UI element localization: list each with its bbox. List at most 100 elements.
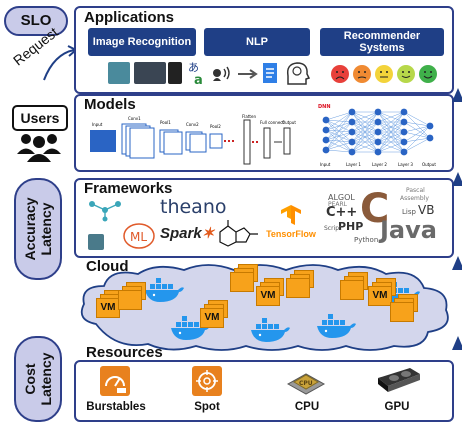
nn-edge — [403, 131, 431, 139]
nn-edge — [351, 121, 379, 153]
resources-title: Resources — [86, 344, 163, 361]
nn-node — [348, 128, 356, 136]
arrow-marker-frameworks — [452, 172, 462, 186]
docker-whale-icon — [316, 314, 356, 345]
brain-head-icon — [286, 62, 311, 85]
chip-image-recognition: Image Recognition — [88, 28, 196, 56]
cpu-icon: CPU — [286, 373, 326, 395]
language-word-cloud: C Java C++ PHP Script Python VB Lisp ALG… — [324, 186, 437, 244]
image-thumb-3 — [168, 62, 182, 84]
nn-node — [348, 148, 356, 156]
frameworks-panel: Frameworks ML theano Spark✶ TensorFlow C… — [74, 178, 454, 258]
nn-edge — [403, 137, 431, 153]
resource-label-burstables: Burstables — [86, 401, 146, 413]
cnn-label-flatten: Flatten — [242, 114, 256, 119]
nn-edge — [351, 111, 379, 143]
vm-label: VM — [256, 286, 280, 306]
nn-edge — [403, 121, 431, 127]
word-cpp: C++ — [326, 205, 357, 220]
resource-label-gpu: GPU — [384, 401, 410, 413]
theano-logo: theano — [160, 196, 227, 218]
resources-panel: Burstables Spot CPU CPU GPU — [74, 360, 454, 422]
word-lisp: Lisp — [402, 208, 416, 216]
cost-label: Cost — [22, 363, 38, 395]
cost-latency-badge: Cost Latency — [14, 336, 62, 422]
ml-logo: ML — [123, 223, 155, 249]
cnn-diagram: Input Conv1 Pool1 Conv2 Pool2 Flatten Fu… — [90, 114, 296, 165]
vm-label: VM — [200, 308, 224, 328]
word-assembly: Assembly — [400, 195, 429, 202]
word-python: Python — [354, 236, 378, 244]
spot-icon — [192, 366, 222, 396]
nn-edge — [325, 149, 353, 153]
cloud-title: Cloud — [86, 258, 129, 275]
nn-node — [426, 122, 434, 130]
vm-stack — [118, 282, 146, 310]
users-box: Users — [12, 105, 68, 131]
nn-label-output: Output — [422, 162, 436, 167]
accuracy-latency-badge: Accuracy Latency — [14, 178, 62, 280]
svg-text:a: a — [194, 73, 203, 88]
nn-node — [374, 148, 382, 156]
docker-whale-icon — [250, 318, 290, 349]
nn-node — [348, 138, 356, 146]
nn-edge — [403, 125, 431, 143]
ml-text: ML — [130, 230, 147, 244]
nn-node — [348, 108, 356, 116]
word-pearl: PEARL — [328, 201, 348, 208]
nn-node — [322, 146, 330, 154]
nn-edge — [325, 111, 353, 151]
resource-label-cpu: CPU — [294, 401, 320, 413]
nn-edge — [351, 141, 379, 153]
vm-stack: VM — [368, 278, 396, 306]
cnn-label-fullconnect: Full connect — [260, 120, 284, 125]
vm-stack — [390, 294, 418, 322]
vm-label: VM — [368, 286, 392, 306]
nn-label-layer1: Layer 1 — [346, 162, 361, 167]
neural-network-diagram: DNN Input Layer 1 Layer 2 Layer 3 Output — [318, 104, 436, 167]
accuracy-label: Accuracy — [22, 197, 38, 261]
nn-label-input: Input — [320, 162, 331, 167]
nn-edge — [351, 111, 379, 123]
vm-stack — [340, 272, 368, 300]
arrow-marker-models — [452, 88, 462, 102]
nn-node — [400, 118, 408, 126]
nn-edge — [403, 111, 431, 127]
vm-stack — [286, 270, 314, 298]
translate-icon: あ a — [188, 61, 203, 88]
nn-node — [400, 128, 408, 136]
nn-edge — [403, 125, 431, 133]
models-panel: Models Input Conv1 Pool1 Conv2 Pool2 Fla… — [74, 94, 454, 172]
nn-edge — [325, 111, 353, 131]
box-logo — [88, 234, 104, 250]
nn-node — [374, 118, 382, 126]
nn-edge — [325, 131, 353, 151]
nn-edge — [377, 121, 405, 153]
vm-stack: VM — [256, 278, 284, 306]
image-thumb-1 — [108, 62, 130, 84]
word-java: Java — [378, 216, 437, 244]
vm-stack: VM — [200, 300, 228, 328]
nn-edge — [325, 141, 353, 151]
nn-edge — [403, 125, 431, 153]
applications-panel: Applications Image Recognition NLP Recom… — [74, 6, 454, 94]
burstables-icon — [100, 366, 130, 396]
cnn-label-conv2: Conv2 — [186, 122, 199, 127]
spark-logo: Spark✶ — [160, 225, 215, 242]
nn-edge — [403, 111, 431, 139]
latency-label-top: Latency — [38, 202, 54, 256]
users-icon — [17, 134, 61, 162]
slo-badge: SLO — [4, 6, 68, 36]
cnn-label-pool2: Pool2 — [210, 124, 221, 129]
nn-node — [348, 118, 356, 126]
nn-edge — [351, 131, 379, 153]
chip-nlp: NLP — [204, 28, 310, 56]
spark-star-icon: ✶ — [201, 225, 215, 242]
image-thumb-2 — [134, 62, 166, 84]
cnn-label-pool1: Pool1 — [160, 120, 171, 125]
nn-node — [400, 138, 408, 146]
sentiment-faces-icon — [331, 65, 437, 83]
nn-node — [322, 136, 330, 144]
word-pascal: Pascal — [406, 187, 425, 194]
frameworks-title: Frameworks — [84, 180, 173, 197]
